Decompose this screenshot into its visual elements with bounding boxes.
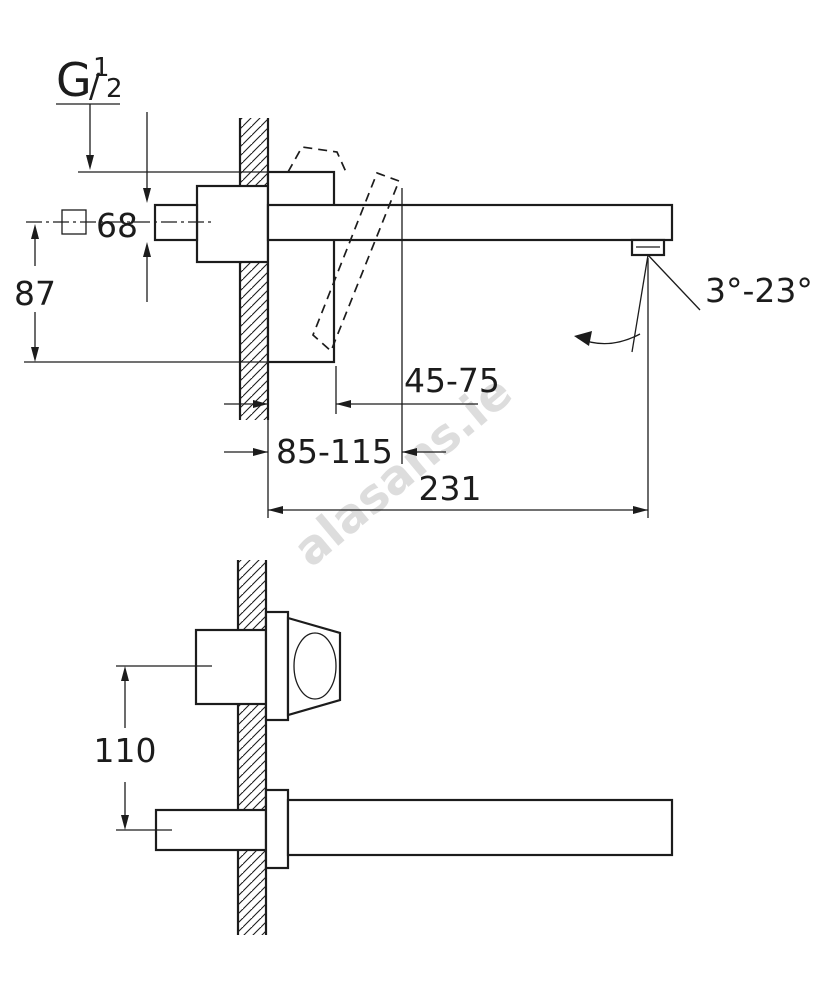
spout-escutcheon [264, 788, 290, 870]
spout-lower-view [154, 788, 674, 870]
dim-87-label: 87 [14, 274, 56, 313]
dimension-231: 231 [267, 258, 649, 518]
spout-concealed-body [154, 808, 268, 852]
handle-dome [293, 632, 337, 700]
dim-231-label: 231 [419, 469, 482, 508]
concealed-body [195, 184, 270, 264]
lever-down-position [311, 171, 401, 353]
spout-tube [266, 203, 674, 242]
thread-leader-arrow [86, 155, 94, 170]
dimension-85-115: 85-115 [224, 188, 446, 471]
square-symbol [61, 209, 87, 235]
handle-side-view [194, 610, 342, 722]
thread-numerator: 1 [93, 53, 110, 83]
dim-45-75-label: 45-75 [404, 361, 500, 400]
handle-concealed-body [194, 628, 268, 706]
angle-arc-arrow [574, 331, 592, 346]
dim-68-label: 68 [96, 206, 138, 245]
wall-section-bottom [236, 560, 268, 935]
spout-tube-lower [286, 798, 674, 857]
wall-plate [266, 170, 336, 364]
thread-size-callout: G 1 / 2 [56, 53, 268, 173]
dim-85-115-label: 85-115 [276, 432, 393, 471]
angle-range-label: 3°-23° [705, 271, 813, 310]
spout-angle-indicator: 3°-23° [574, 254, 813, 353]
faucet-spout-side-view [26, 146, 674, 364]
dimension-87: 87 [14, 224, 268, 363]
dimension-45-75: 45-75 [224, 361, 500, 414]
dim-110-label: 110 [94, 731, 157, 770]
dimension-110: 110 [94, 665, 212, 831]
thread-letter: G [56, 53, 92, 107]
dimension-square-68: 68 [61, 112, 151, 302]
thread-slash: / [89, 66, 101, 105]
lever-up-position [287, 146, 347, 173]
thread-denominator: 2 [106, 74, 123, 104]
handle-escutcheon [264, 610, 290, 722]
wall-section-top [238, 118, 270, 420]
